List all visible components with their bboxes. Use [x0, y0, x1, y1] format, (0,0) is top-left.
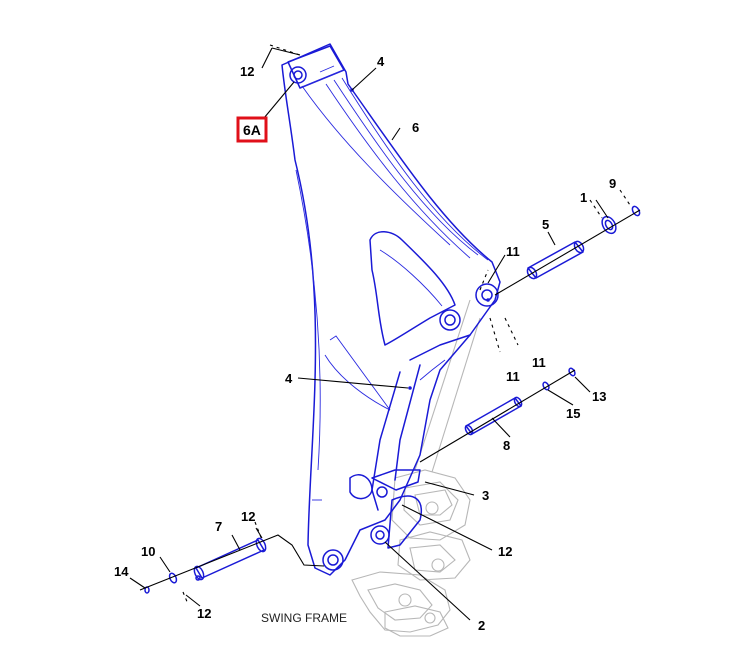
callout-12-right: 12: [498, 544, 512, 559]
callout-8: 8: [503, 438, 510, 453]
callout-9: 9: [609, 176, 616, 191]
pin-7-assembly: [144, 537, 267, 594]
callout-10: 10: [141, 544, 155, 559]
highlighted-callout-6a[interactable]: 6A: [236, 116, 268, 143]
swing-frame-caption: SWING FRAME: [261, 611, 347, 625]
callout-11-a: 11: [506, 244, 520, 259]
pin-5-assembly: [526, 205, 641, 280]
callout-6: 6: [412, 120, 419, 135]
boom-assembly: [281, 43, 501, 576]
callout-12-left: 12: [241, 509, 255, 524]
callout-1: 1: [580, 190, 587, 205]
callout-7: 7: [215, 519, 222, 534]
callout-12-bottom: 12: [197, 606, 211, 621]
leader-lines: [129, 47, 609, 621]
callout-12-top: 12: [240, 64, 254, 79]
callout-13: 13: [592, 389, 606, 404]
callout-5: 5: [542, 217, 549, 232]
swing-frame-ghost: [351, 299, 481, 637]
callout-15: 15: [566, 406, 580, 421]
callout-2: 2: [478, 618, 485, 633]
callout-14: 14: [114, 564, 129, 579]
callout-4-top: 4: [377, 54, 385, 69]
callout-4-mid: 4: [285, 371, 293, 386]
callout-6a-label: 6A: [243, 122, 261, 138]
callouts: 12 4 6 9 1 5 11 11 11 4 13 15 8 3 12 7 1…: [114, 54, 616, 633]
axis-lines: [139, 44, 641, 605]
callout-11-b: 11: [532, 355, 546, 370]
callout-11-c: 11: [506, 369, 520, 384]
callout-3: 3: [482, 488, 489, 503]
